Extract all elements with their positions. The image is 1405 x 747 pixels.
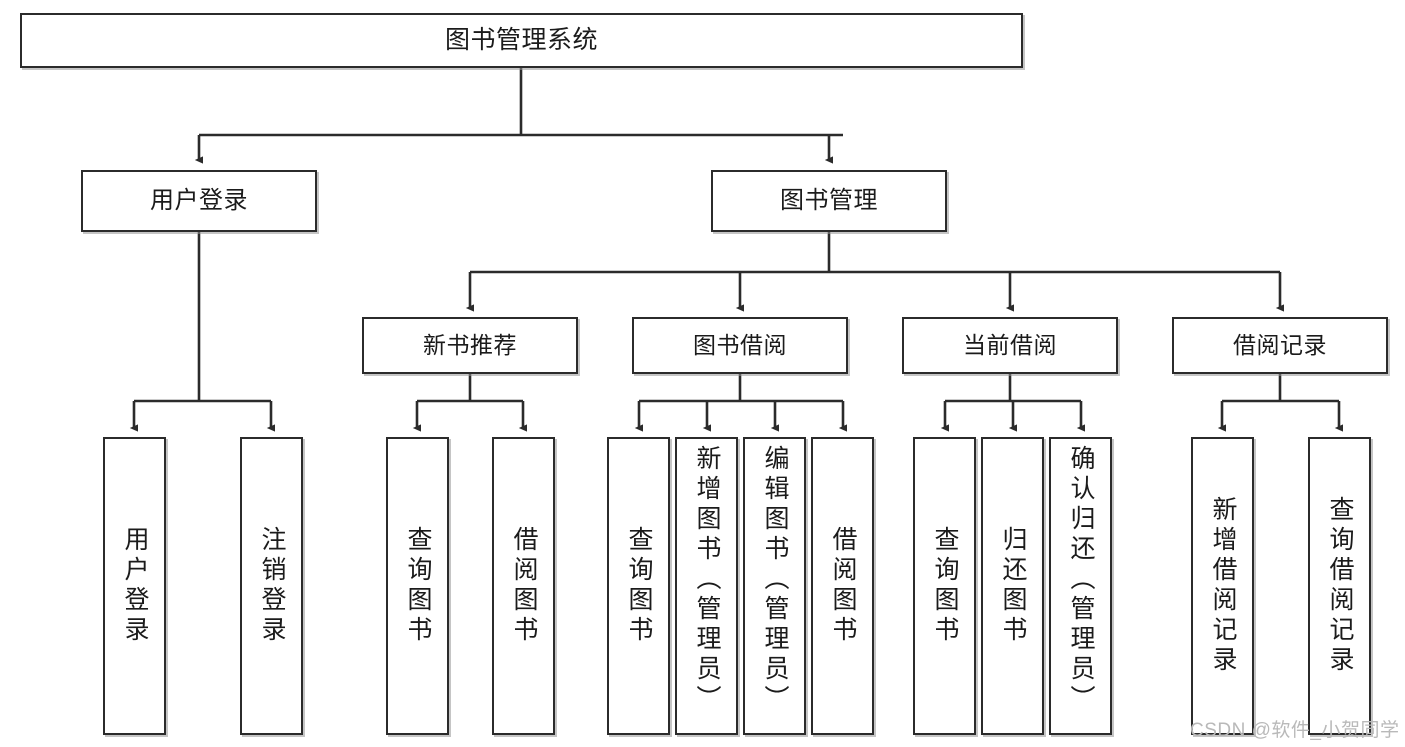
node-user-login[interactable]: 用户登录 xyxy=(81,170,317,232)
node-label: 新书推荐 xyxy=(423,332,517,359)
leaf-return-book[interactable]: 归还图书 xyxy=(981,437,1044,735)
node-label: 借阅图书 xyxy=(829,526,857,646)
node-label: 借阅图书 xyxy=(510,526,538,646)
leaf-add-borrow-record[interactable]: 新增借阅记录 xyxy=(1191,437,1254,735)
node-label: 查询图书 xyxy=(404,526,432,646)
leaf-user-login[interactable]: 用户登录 xyxy=(103,437,166,735)
csdn-watermark: CSDN @软件_小贺同学 xyxy=(1190,720,1400,741)
node-label: 图书管理 xyxy=(780,187,878,215)
leaf-borrow-book[interactable]: 借阅图书 xyxy=(811,437,874,735)
node-label: 用户登录 xyxy=(150,187,248,215)
leaf-borrow-book-recommend[interactable]: 借阅图书 xyxy=(492,437,555,735)
node-new-book-recommend[interactable]: 新书推荐 xyxy=(362,317,578,374)
node-borrow-record[interactable]: 借阅记录 xyxy=(1172,317,1388,374)
node-label: 新增借阅记录 xyxy=(1209,496,1237,676)
node-current-borrow[interactable]: 当前借阅 xyxy=(902,317,1118,374)
node-root-book-management-system[interactable]: 图书管理系统 xyxy=(20,13,1023,68)
leaf-query-book-borrow[interactable]: 查询图书 xyxy=(607,437,670,735)
node-label: 归还图书 xyxy=(999,526,1027,646)
node-book-borrow[interactable]: 图书借阅 xyxy=(632,317,848,374)
leaf-logout[interactable]: 注销登录 xyxy=(240,437,303,735)
node-book-management[interactable]: 图书管理 xyxy=(711,170,947,232)
node-label: 确认归还（管理员） xyxy=(1067,445,1095,715)
node-label: 查询图书 xyxy=(931,526,959,646)
node-label: 图书借阅 xyxy=(693,332,787,359)
leaf-add-book-admin[interactable]: 新增图书（管理员） xyxy=(675,437,738,735)
leaf-query-book-recommend[interactable]: 查询图书 xyxy=(386,437,449,735)
leaf-edit-book-admin[interactable]: 编辑图书（管理员） xyxy=(743,437,806,735)
node-label: 借阅记录 xyxy=(1233,332,1327,359)
node-label: 新增图书（管理员） xyxy=(693,445,721,715)
leaf-confirm-return-admin[interactable]: 确认归还（管理员） xyxy=(1049,437,1112,735)
node-label: 用户登录 xyxy=(121,526,149,646)
node-label: 当前借阅 xyxy=(963,332,1057,359)
node-label: 查询图书 xyxy=(625,526,653,646)
node-label: 图书管理系统 xyxy=(444,26,598,55)
node-label: 查询借阅记录 xyxy=(1326,496,1354,676)
leaf-query-borrow-record[interactable]: 查询借阅记录 xyxy=(1308,437,1371,735)
node-label: 注销登录 xyxy=(258,526,286,646)
leaf-query-book-current[interactable]: 查询图书 xyxy=(913,437,976,735)
node-label: 编辑图书（管理员） xyxy=(761,445,789,715)
